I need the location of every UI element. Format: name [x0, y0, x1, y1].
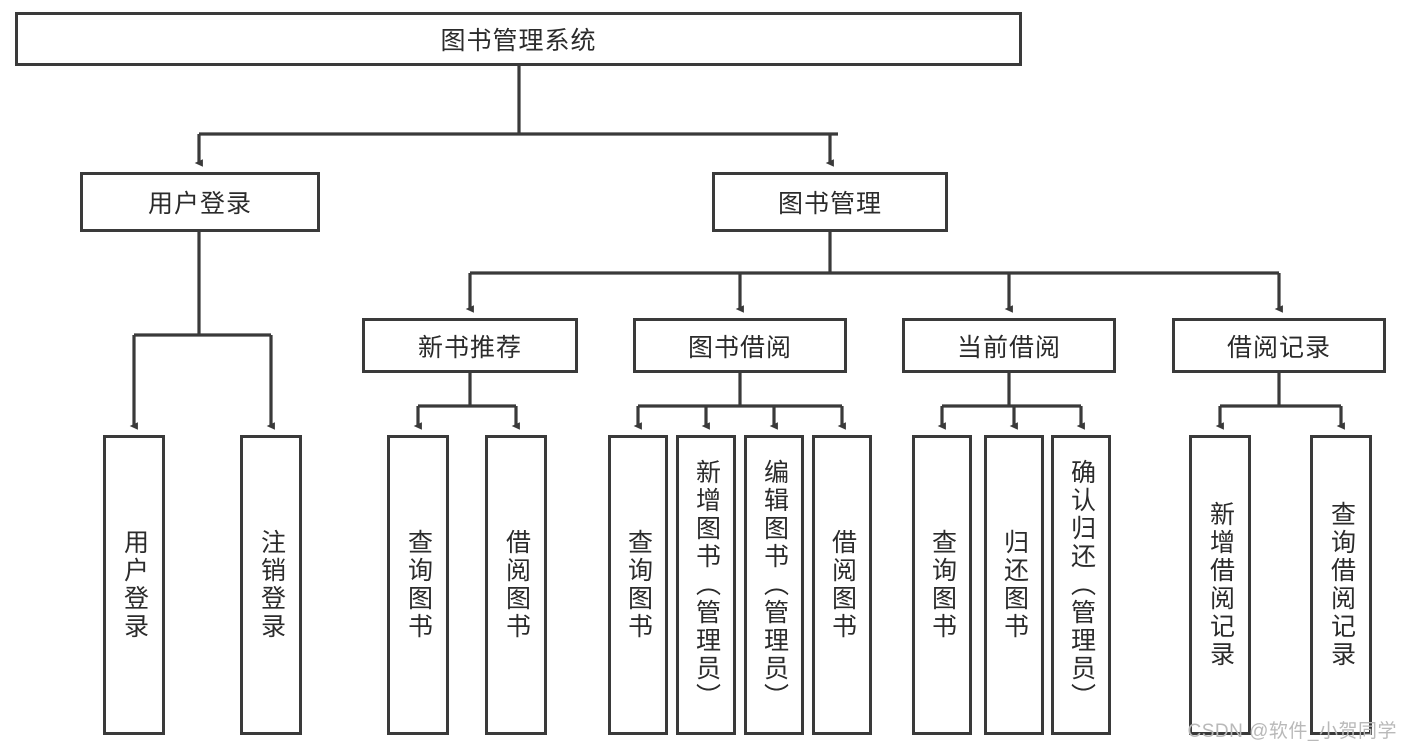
node-leaf-query-book-1-label: 查询图书 — [404, 529, 433, 641]
node-leaf-edit-book-label: 编辑图书（管理员） — [760, 459, 789, 711]
node-leaf-return-book[interactable]: 归还图书 — [984, 435, 1044, 735]
node-root-label: 图书管理系统 — [440, 27, 597, 55]
node-leaf-borrow-book-1[interactable]: 借阅图书 — [485, 435, 547, 735]
node-leaf-add-book-label: 新增图书（管理员） — [692, 459, 721, 711]
node-book-borrow-label: 图书借阅 — [687, 333, 792, 362]
node-leaf-query-book-1[interactable]: 查询图书 — [387, 435, 449, 735]
node-leaf-user-login[interactable]: 用户登录 — [103, 435, 165, 735]
node-leaf-borrow-book-2[interactable]: 借阅图书 — [812, 435, 872, 735]
node-new-book-recommend-label: 新书推荐 — [417, 333, 522, 362]
node-leaf-query-record-label: 查询借阅记录 — [1327, 501, 1356, 669]
csdn-watermark: CSDN @软件_小贺同学 — [1187, 721, 1397, 742]
node-root[interactable]: 图书管理系统 — [15, 12, 1022, 66]
node-leaf-add-record-label: 新增借阅记录 — [1206, 501, 1235, 669]
node-current-borrow-label: 当前借阅 — [956, 333, 1061, 362]
node-leaf-return-book-label: 归还图书 — [1000, 529, 1029, 641]
node-leaf-add-record[interactable]: 新增借阅记录 — [1189, 435, 1251, 735]
node-leaf-query-record[interactable]: 查询借阅记录 — [1310, 435, 1372, 735]
node-new-book-recommend[interactable]: 新书推荐 — [362, 318, 578, 373]
node-leaf-query-book-3[interactable]: 查询图书 — [912, 435, 972, 735]
node-leaf-borrow-book-2-label: 借阅图书 — [828, 529, 857, 641]
node-leaf-query-book-3-label: 查询图书 — [928, 529, 957, 641]
node-leaf-add-book[interactable]: 新增图书（管理员） — [676, 435, 736, 735]
node-book-manage-label: 图书管理 — [777, 190, 882, 218]
node-current-borrow[interactable]: 当前借阅 — [902, 318, 1116, 373]
node-leaf-edit-book[interactable]: 编辑图书（管理员） — [744, 435, 804, 735]
node-leaf-borrow-book-1-label: 借阅图书 — [502, 529, 531, 641]
node-borrow-record[interactable]: 借阅记录 — [1172, 318, 1386, 373]
node-leaf-user-logout[interactable]: 注销登录 — [240, 435, 302, 735]
node-leaf-query-book-2[interactable]: 查询图书 — [608, 435, 668, 735]
node-leaf-confirm-return-label: 确认归还（管理员） — [1067, 459, 1096, 711]
node-leaf-query-book-2-label: 查询图书 — [624, 529, 653, 641]
node-leaf-user-login-label: 用户登录 — [120, 529, 149, 641]
node-leaf-confirm-return[interactable]: 确认归还（管理员） — [1051, 435, 1111, 735]
node-book-manage[interactable]: 图书管理 — [712, 172, 948, 232]
node-user-login-label: 用户登录 — [147, 190, 252, 218]
node-user-login[interactable]: 用户登录 — [80, 172, 320, 232]
node-leaf-user-logout-label: 注销登录 — [257, 529, 286, 641]
node-borrow-record-label: 借阅记录 — [1226, 333, 1331, 362]
node-book-borrow[interactable]: 图书借阅 — [633, 318, 847, 373]
